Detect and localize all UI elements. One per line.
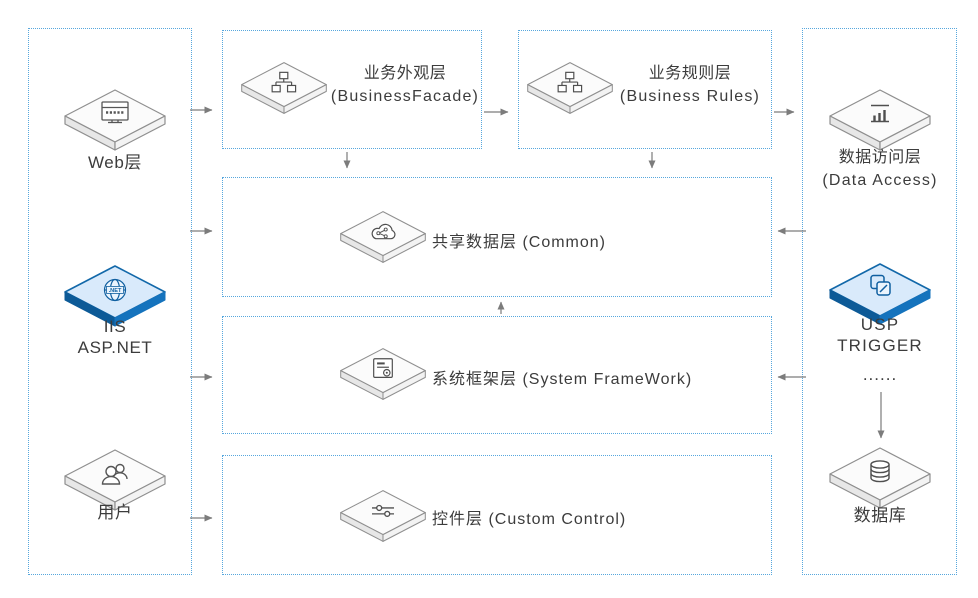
user-node-label: 用户 (97, 503, 133, 522)
facade-node-label: 业务外观层 (BusinessFacade) (330, 62, 480, 108)
cloud-share-icon (340, 211, 426, 263)
data-access-title: 数据访问层 (838, 149, 922, 166)
form-document-icon (340, 348, 426, 400)
framework-layer-box (222, 316, 772, 434)
common-layer-title: 共享数据层 (Common) (432, 234, 607, 251)
rules-layer-box (518, 30, 772, 149)
rules-subtitle: (Business Rules) (619, 88, 761, 105)
iis-node-label: IIS ASP.NET (63, 316, 167, 358)
database-node-label: 数据库 (853, 506, 907, 525)
data-access-subtitle: (Data Access) (822, 172, 938, 189)
iis-line1: IIS (103, 317, 127, 336)
rules-node-label: 业务规则层 (Business Rules) (614, 62, 766, 108)
data-access-node-label: 数据访问层 (Data Access) (803, 146, 957, 192)
web-node-label: Web层 (87, 153, 143, 172)
svg-text:.NET: .NET (109, 288, 122, 294)
person-icon (64, 449, 166, 511)
control-layer-box (222, 455, 772, 575)
usp-line3: ...... (862, 365, 898, 384)
usp-line2: TRIGGER (837, 336, 923, 355)
facade-subtitle: (BusinessFacade) (330, 88, 480, 105)
usp-node-label: USP TRIGGER ...... (803, 314, 957, 385)
sitemap-icon (527, 62, 613, 114)
sitemap-icon (241, 62, 327, 114)
framework-layer-title: 系统框架层 (System FrameWork) (432, 371, 693, 388)
iis-line2: ASP.NET (77, 338, 153, 357)
facade-layer-box (222, 30, 482, 149)
bar-chart-icon (829, 89, 931, 151)
client-tier-container (28, 28, 192, 575)
sliders-icon (340, 490, 426, 542)
rules-title: 业务规则层 (648, 65, 732, 82)
facade-title: 业务外观层 (363, 65, 447, 82)
dotnet-globe-icon: .NET (64, 265, 166, 327)
common-layer-box (222, 177, 772, 297)
overlapping-pages-icon (829, 263, 931, 325)
browser-window-icon (64, 89, 166, 151)
control-layer-title: 控件层 (Custom Control) (432, 511, 627, 528)
usp-line1: USP (860, 315, 900, 334)
database-icon (829, 447, 931, 509)
data-tier-container (802, 28, 957, 575)
